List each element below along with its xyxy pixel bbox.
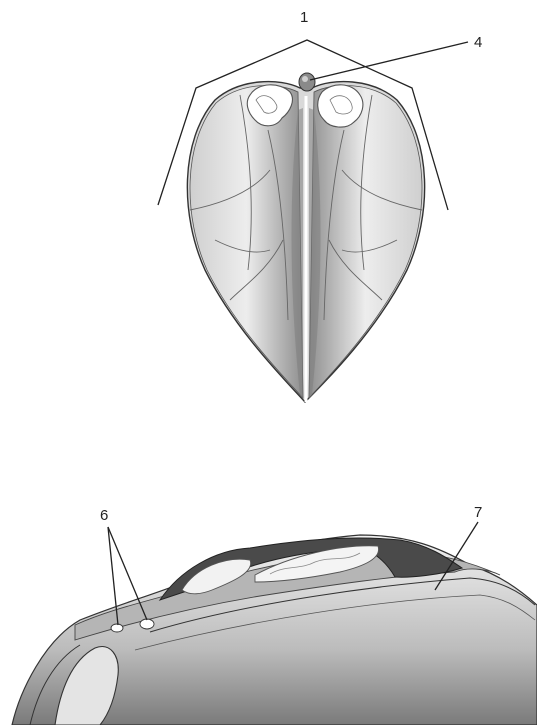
- left-valve: [190, 86, 303, 398]
- label-6: 6: [100, 507, 108, 524]
- label-1: 1: [300, 9, 308, 26]
- side-knob-2: [140, 619, 154, 629]
- label-7: 7: [474, 504, 482, 521]
- shell-side-view: [12, 535, 537, 725]
- shell-top-view: [187, 73, 424, 402]
- apical-knob-highlight: [302, 76, 308, 82]
- side-knob-1: [111, 624, 123, 632]
- right-valve: [309, 86, 422, 398]
- label-4: 4: [474, 34, 482, 51]
- right-umbo-patch: [318, 85, 363, 127]
- label-4-leader: [310, 42, 468, 80]
- apical-knob: [299, 73, 315, 91]
